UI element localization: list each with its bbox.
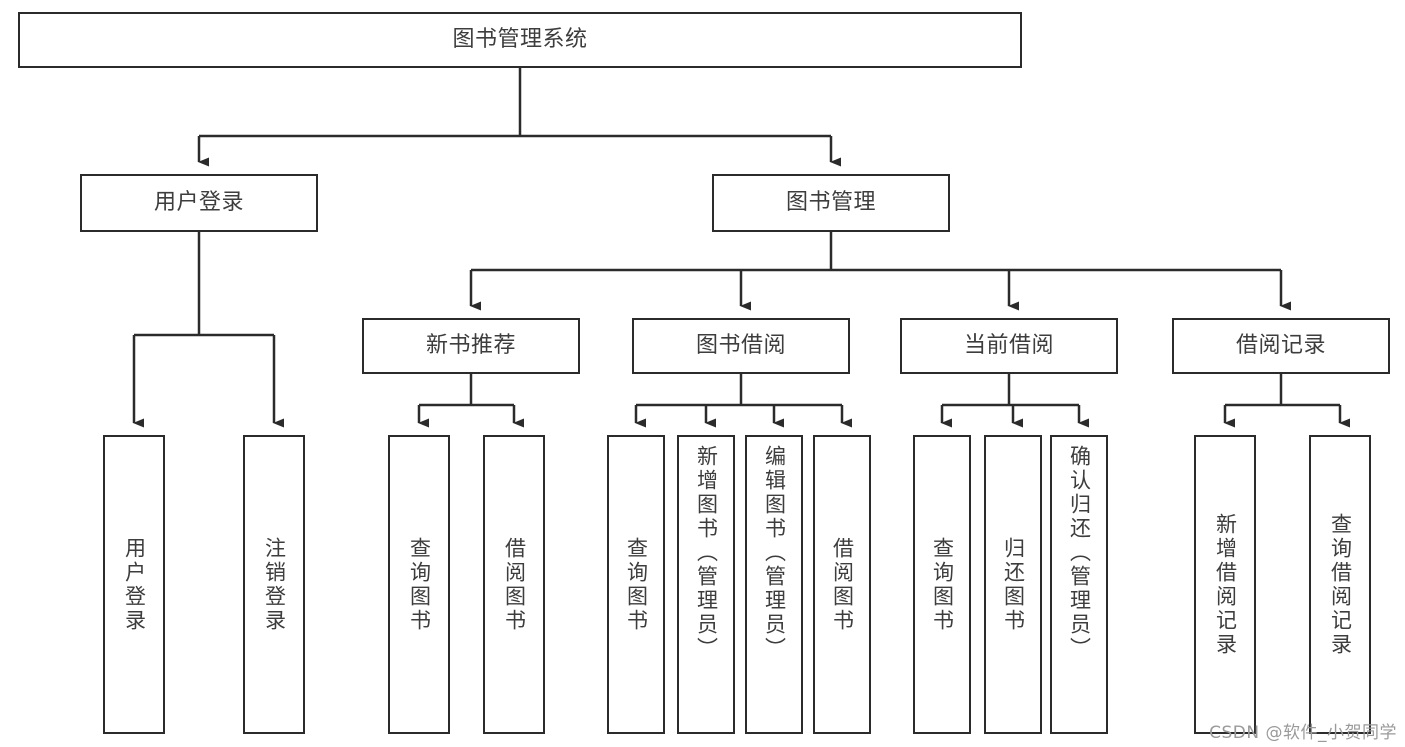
leaf-return-book[interactable]: 归还图书 xyxy=(984,435,1042,734)
node-label: 当前借阅 xyxy=(963,332,1054,358)
node-label: 图书借阅 xyxy=(695,332,786,358)
node-label: 注销登录 xyxy=(262,536,287,633)
node-label: 用户登录 xyxy=(153,189,244,215)
node-book-management[interactable]: 图书管理 xyxy=(712,174,950,232)
leaf-query-book-newbook[interactable]: 查询图书 xyxy=(388,435,450,734)
node-label: 借阅图书 xyxy=(830,536,855,633)
leaf-borrow-book-newbook[interactable]: 借阅图书 xyxy=(483,435,545,734)
leaf-add-borrow-record[interactable]: 新增借阅记录 xyxy=(1194,435,1256,734)
node-label: 借阅记录 xyxy=(1235,332,1326,358)
node-borrowing-record[interactable]: 借阅记录 xyxy=(1172,318,1390,374)
node-label: 图书管理 xyxy=(785,189,876,215)
node-book-borrowing[interactable]: 图书借阅 xyxy=(632,318,850,374)
leaf-edit-book-admin[interactable]: 编辑图书（管理员） xyxy=(745,435,803,734)
node-label: 新增借阅记录 xyxy=(1213,512,1238,657)
node-label: 新增图书（管理员） xyxy=(694,445,719,661)
node-current-borrowing[interactable]: 当前借阅 xyxy=(900,318,1118,374)
node-label: 归还图书 xyxy=(1001,536,1026,633)
leaf-query-borrow-record[interactable]: 查询借阅记录 xyxy=(1309,435,1371,734)
node-label: 查询图书 xyxy=(407,536,432,633)
leaf-user-login[interactable]: 用户登录 xyxy=(103,435,165,734)
leaf-confirm-return-admin[interactable]: 确认归还（管理员） xyxy=(1050,435,1108,734)
node-label: 用户登录 xyxy=(122,536,147,633)
node-label: 图书管理系统 xyxy=(452,26,588,52)
node-label: 查询借阅记录 xyxy=(1328,512,1353,657)
leaf-logout[interactable]: 注销登录 xyxy=(243,435,305,734)
leaf-borrow-book[interactable]: 借阅图书 xyxy=(813,435,871,734)
node-label: 借阅图书 xyxy=(502,536,527,633)
leaf-query-book-borrow[interactable]: 查询图书 xyxy=(607,435,665,734)
node-label: 查询图书 xyxy=(624,536,649,633)
node-label: 编辑图书（管理员） xyxy=(762,445,787,661)
watermark: CSDN @软件_小贺同学 xyxy=(1209,723,1397,743)
node-user-login[interactable]: 用户登录 xyxy=(80,174,318,232)
leaf-query-book-current[interactable]: 查询图书 xyxy=(913,435,971,734)
node-root-book-management-system[interactable]: 图书管理系统 xyxy=(18,12,1022,68)
leaf-add-book-admin[interactable]: 新增图书（管理员） xyxy=(677,435,735,734)
node-label: 确认归还（管理员） xyxy=(1067,445,1092,661)
node-label: 查询图书 xyxy=(930,536,955,633)
node-new-book-recommendation[interactable]: 新书推荐 xyxy=(362,318,580,374)
node-label: 新书推荐 xyxy=(425,332,516,358)
